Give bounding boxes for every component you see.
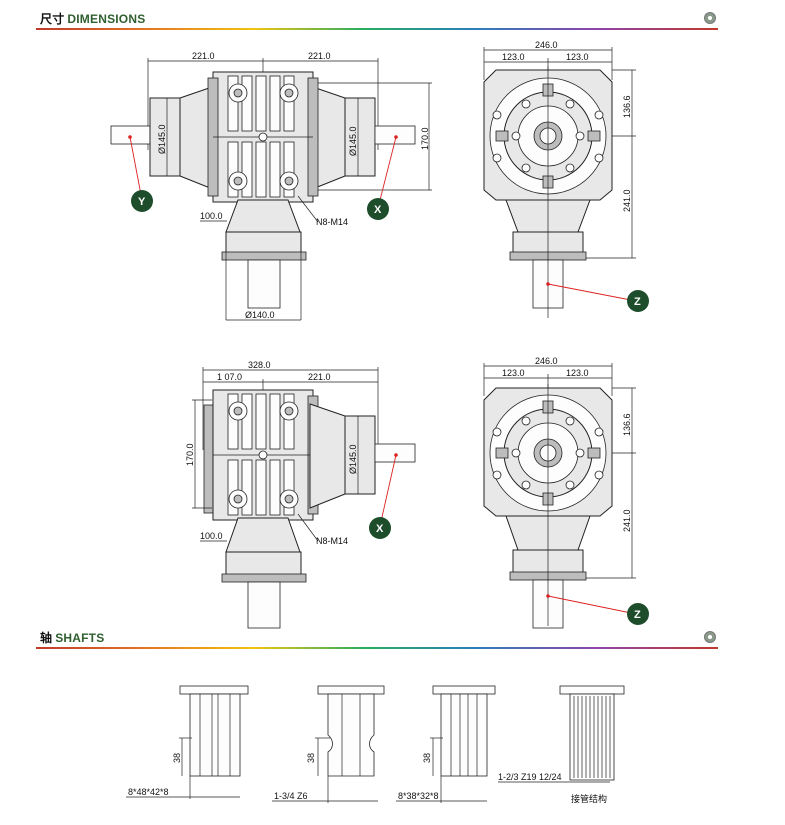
bolt-spec: N8-M14 [316, 217, 348, 227]
dim-height: 170.0 [185, 443, 195, 466]
dim-total: 246.0 [535, 356, 558, 366]
shaft-dim: 38 [172, 753, 182, 763]
dim-offset: 100.0 [200, 211, 223, 221]
dim-a: 123.0 [502, 368, 525, 378]
label-x: X [374, 204, 382, 216]
dim-a: 1 07.0 [217, 372, 242, 382]
bolt-spec: N8-M14 [316, 536, 348, 546]
dim-h2: 241.0 [622, 189, 632, 212]
label-x: X [376, 523, 384, 535]
shaft-4: 1-2/3 Z19 12/24 接管结构 [498, 685, 625, 804]
label-x-badge [367, 198, 389, 220]
dim-offset: 100.0 [200, 531, 223, 541]
label-y-badge [131, 190, 153, 212]
shaft-3: 38 8*38*32*8 [396, 685, 496, 803]
header-divider [36, 647, 718, 649]
shaft-caption: 8*48*42*8 [128, 787, 169, 797]
shaft-dim: 38 [306, 753, 316, 763]
shaft-caption: 1-2/3 Z19 12/24 [498, 772, 562, 782]
bullet-icon [704, 631, 716, 643]
header-divider [36, 28, 718, 30]
bullet-icon [704, 12, 716, 24]
shaft-1: 38 8*48*42*8 [126, 685, 249, 799]
dim-b: 221.0 [308, 372, 331, 382]
dim-b: 123.0 [566, 368, 589, 378]
shaft-caption: 8*38*32*8 [398, 791, 439, 801]
label-z-badge [627, 603, 649, 625]
label-x-badge [369, 517, 391, 539]
front-view-top: 221.0 221.0 [110, 51, 432, 321]
dim-width-right: 221.0 [308, 51, 331, 61]
shaft-caption-2: 接管结构 [571, 793, 607, 804]
side-view-top: 246.0 123.0 123.0 136.6 241.0 Z [483, 40, 649, 318]
dim-b: 123.0 [566, 52, 589, 62]
shaft-caption: 1-3/4 Z6 [274, 791, 308, 801]
dim-a: 123.0 [502, 52, 525, 62]
label-z-badge [627, 290, 649, 312]
dim-h1: 136.6 [622, 413, 632, 436]
dim-base-dia: Ø140.0 [245, 310, 275, 320]
label-y: Y [138, 196, 146, 208]
dim-h1: 136.6 [622, 95, 632, 118]
label-z: Z [634, 609, 641, 621]
dim-height: 170.0 [420, 127, 430, 150]
shaft-dim: 38 [422, 753, 432, 763]
shaft-2: 38 1-3/4 Z6 [272, 685, 385, 803]
dim-total: 328.0 [248, 360, 271, 370]
dim-width-left: 221.0 [192, 51, 215, 61]
dim-total: 246.0 [535, 40, 558, 50]
front-view-bottom: 328.0 1 07.0 221.0 170.0 Ø145.0 [185, 360, 416, 629]
dim-dia-right: Ø145.0 [348, 444, 358, 474]
dim-h2: 241.0 [622, 509, 632, 532]
dim-dia-right: Ø145.0 [348, 126, 358, 156]
side-view-bottom: 246.0 123.0 123.0 136.6 241.0 Z [483, 356, 649, 629]
dim-dia-left: Ø145.0 [157, 124, 167, 154]
label-z: Z [634, 296, 641, 308]
